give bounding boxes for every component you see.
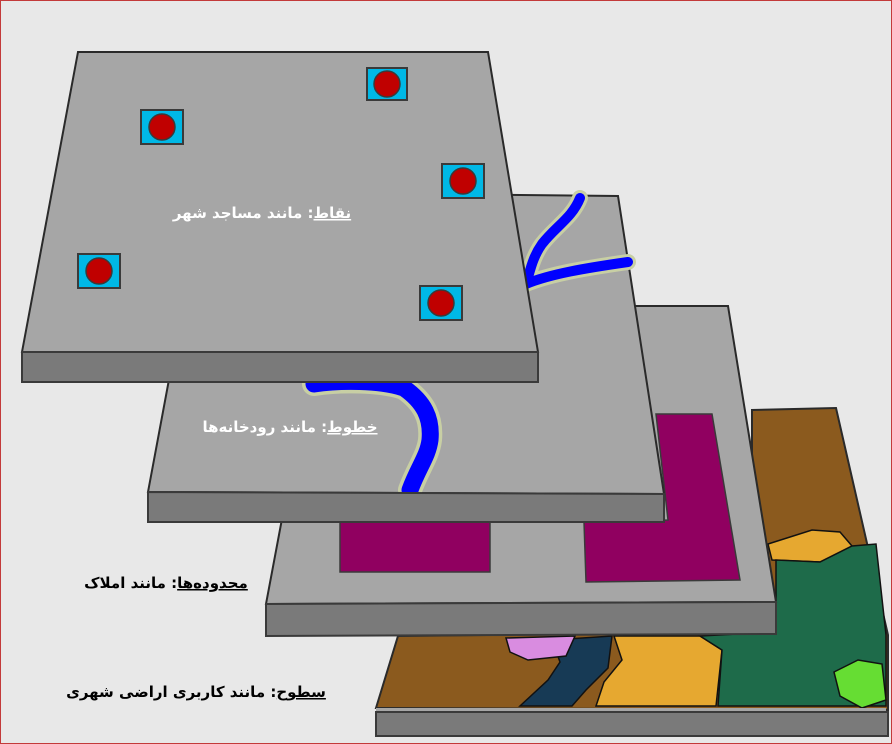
- landuse-region-pink: [505, 635, 577, 661]
- point-marker: [419, 285, 463, 321]
- point-marker: [77, 253, 121, 289]
- areas-layer-label: محدوده‌ها: مانند املاک: [84, 574, 248, 592]
- point-marker: [441, 163, 485, 199]
- parcel-l-shape: [583, 413, 741, 583]
- lines-slab-side: [147, 490, 665, 523]
- surfaces-layer-label: سطوح: مانند کاربری اراضی شهری: [66, 683, 326, 701]
- landuse-region-lime: [833, 659, 887, 709]
- point-marker: [140, 109, 184, 145]
- points-layer-label: نقاط: مانند مساجد شهر: [172, 204, 351, 222]
- river-upper-water: [517, 193, 633, 293]
- parcel-left: [339, 519, 491, 573]
- lines-layer-label: خطوط: مانند رودخانه‌ها: [202, 418, 377, 436]
- points-slab-side: [21, 351, 539, 383]
- landuse-region-navy: [518, 635, 613, 707]
- point-marker: [366, 67, 408, 101]
- surfaces-slab-side: [375, 711, 889, 737]
- points-layer: [20, 51, 540, 383]
- areas-slab-side: [265, 600, 777, 638]
